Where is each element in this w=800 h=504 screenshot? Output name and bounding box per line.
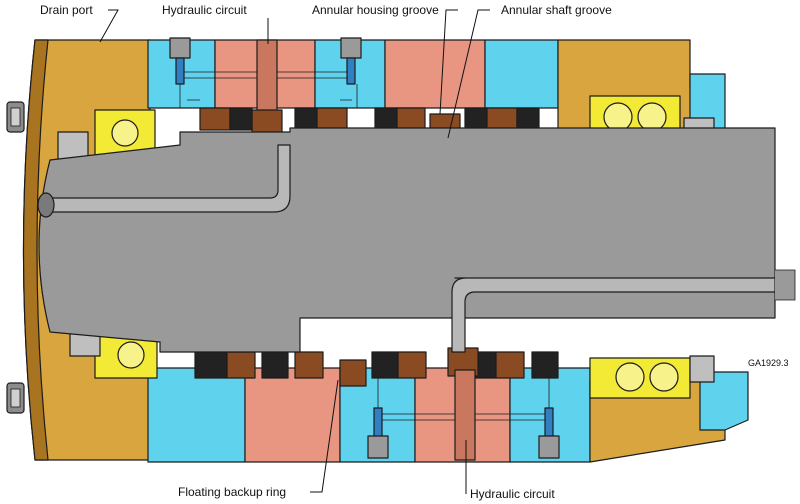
annular-shaft-groove-leader [447, 9, 490, 139]
drain-port-plug-bottom [6, 382, 25, 414]
label-hydraulic-circuit-bottom: Hydraulic circuit [470, 487, 555, 501]
hydraulic-inlet-top [251, 39, 283, 139]
top-port-plugs [169, 37, 362, 108]
annular-housing-groove-leader [439, 9, 458, 115]
seal-stack-top [199, 107, 540, 141]
label-floating-backup-ring: Floating backup ring [178, 485, 286, 499]
bearing-bottom-right [589, 355, 715, 399]
floating-backup-ring-leader [310, 379, 339, 493]
label-drain-port: Drain port [40, 3, 93, 17]
hydraulic-outlet-bottom [447, 347, 479, 461]
label-annular-shaft-groove: Annular shaft groove [501, 3, 612, 17]
seal-stack-bottom [194, 349, 559, 387]
rotating-shaft [37, 127, 796, 353]
figure-code: GA1929.3 [748, 358, 789, 368]
bottom-port-plugs [367, 378, 560, 459]
leader-lines [99, 9, 490, 494]
label-hydraulic-circuit-top: Hydraulic circuit [162, 3, 247, 17]
bearing-top-left [57, 109, 156, 161]
drain-port-plug-top [6, 101, 25, 133]
label-annular-housing-groove: Annular housing groove [312, 3, 439, 17]
drain-port-leader [99, 9, 119, 43]
